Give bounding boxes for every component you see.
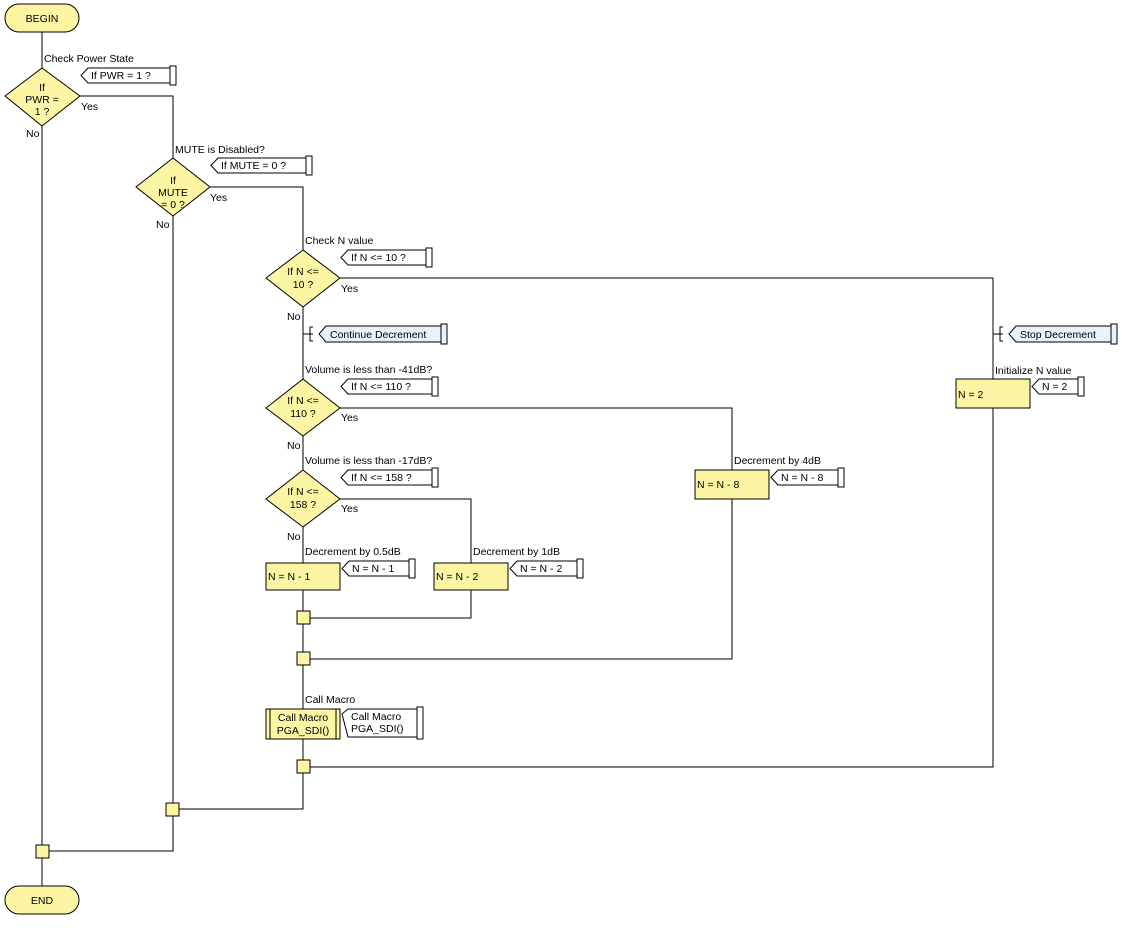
n158-no-label: No [287,531,301,543]
n10-no-label: No [287,311,301,323]
n110-comment-text: If N <= 110 ? [351,381,411,393]
stop-decrement-text: Stop Decrement [1020,329,1096,341]
n110-decision[interactable]: If N <= 110 ? [265,378,341,437]
mute-line2: MUTE [158,187,188,199]
n110-yes-label: Yes [341,412,358,424]
dec4-comment[interactable]: N = N - 8 [770,467,845,488]
mute-yes-label: Yes [210,192,227,204]
dec1-comment-text: N = N - 2 [520,563,562,575]
mute-decision[interactable]: If MUTE = 0 ? [135,157,211,217]
pwr-no-label: No [26,128,40,140]
continue-decrement-text: Continue Decrement [330,329,426,341]
end-label: END [31,895,54,907]
n10-decision[interactable]: If N <= 10 ? [265,249,341,308]
init-title: Initialize N value [995,365,1072,377]
mute-line1: If [170,175,176,187]
junction-node[interactable] [296,610,311,625]
dec1-calculation[interactable]: N = N - 2 [433,562,509,591]
end-terminal[interactable]: END [4,885,80,915]
n158-line2: 158 ? [290,499,316,511]
dec05-title: Decrement by 0.5dB [305,546,401,558]
dec4-text: N = N - 8 [697,479,739,491]
mute-line3: = 0 ? [161,199,185,211]
n158-decision[interactable]: If N <= 158 ? [265,469,341,528]
n10-line2: 10 ? [293,279,314,291]
init-calculation[interactable]: N = 2 [955,378,1031,409]
n110-title: Volume is less than -41dB? [305,364,432,376]
junction-node[interactable] [296,651,311,666]
init-text: N = 2 [958,389,984,401]
pwr-line2: PWR = [25,94,59,106]
pwr-line3: 1 ? [35,106,50,118]
n158-title: Volume is less than -17dB? [305,455,432,467]
mute-title: MUTE is Disabled? [175,144,265,156]
pwr-yes-label: Yes [81,101,98,113]
dec1-title: Decrement by 1dB [473,546,560,558]
n10-yes-label: Yes [341,283,358,295]
call-macro-block[interactable]: Call Macro PGA_SDI() [265,708,341,740]
macro-line1: Call Macro [278,712,328,724]
init-comment[interactable]: N = 2 [1031,376,1085,397]
dec4-comment-text: N = N - 8 [781,472,823,484]
begin-label: BEGIN [26,13,59,25]
mute-no-label: No [156,219,170,231]
macro-comment-line1: Call Macro [351,711,401,723]
dec4-calculation[interactable]: N = N - 8 [694,469,770,500]
n158-yes-label: Yes [341,503,358,515]
dec05-calculation[interactable]: N = N - 1 [265,562,341,591]
begin-terminal[interactable]: BEGIN [4,3,80,33]
junction-node[interactable] [296,759,311,774]
junction-node[interactable] [165,802,180,817]
n110-no-label: No [287,440,301,452]
pwr-comment-text: If PWR = 1 ? [91,70,151,82]
macro-line2: PGA_SDI() [277,725,330,737]
stop-decrement-comment[interactable]: Stop Decrement [1008,323,1118,345]
dec4-title: Decrement by 4dB [734,455,821,467]
dec05-comment-text: N = N - 1 [352,563,394,575]
n110-line2: 110 ? [290,408,316,420]
dec1-text: N = N - 2 [436,571,478,583]
n158-line1: If N <= [287,486,319,498]
macro-comment-line2: PGA_SDI() [351,723,404,735]
continue-decrement-comment[interactable]: Continue Decrement [318,323,448,345]
macro-title: Call Macro [305,694,355,706]
pwr-title: Check Power State [44,53,134,65]
n10-comment-text: If N <= 10 ? [351,252,406,264]
pwr-line1: If [39,82,45,94]
pwr-decision[interactable]: If PWR = 1 ? [4,67,81,127]
dec1-comment[interactable]: N = N - 2 [509,558,584,579]
n10-comment[interactable]: If N <= 10 ? [340,247,433,268]
mute-comment-text: If MUTE = 0 ? [221,160,286,172]
dec05-text: N = N - 1 [268,571,310,583]
n110-comment[interactable]: If N <= 110 ? [340,376,439,397]
n158-comment-text: If N <= 158 ? [351,472,412,484]
n158-comment[interactable]: If N <= 158 ? [340,467,439,488]
macro-comment[interactable]: Call Macro PGA_SDI() [341,706,424,740]
pwr-comment[interactable]: If PWR = 1 ? [80,65,177,86]
flow-lines [41,32,1003,886]
mute-comment[interactable]: If MUTE = 0 ? [210,155,313,176]
n10-title: Check N value [305,235,373,247]
junction-node[interactable] [35,844,50,859]
dec05-comment[interactable]: N = N - 1 [341,558,416,579]
n110-line1: If N <= [287,395,319,407]
init-comment-text: N = 2 [1042,381,1068,393]
n10-line1: If N <= [287,266,319,278]
